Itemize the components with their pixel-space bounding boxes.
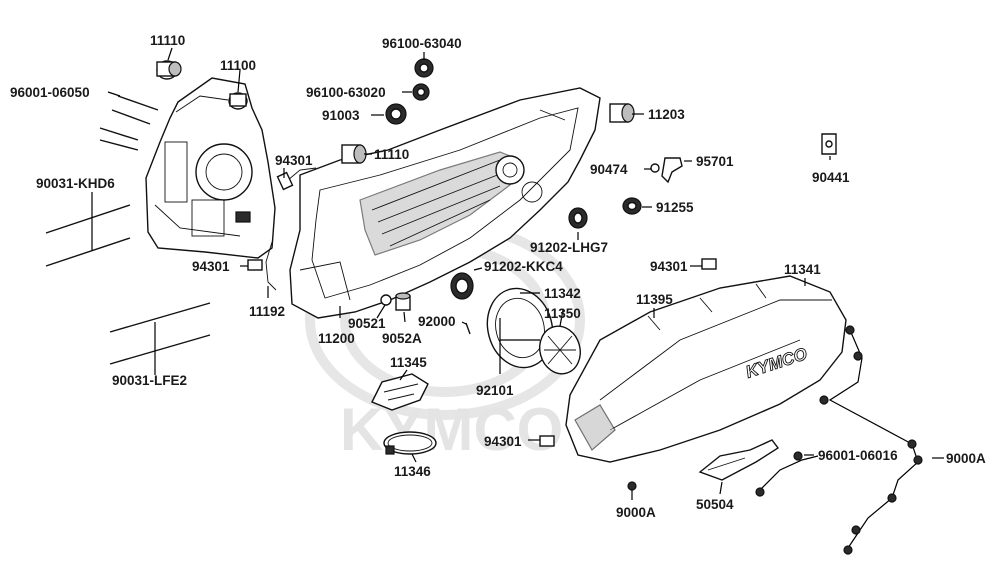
- bush-11110-left: [156, 60, 182, 80]
- gasket-11342: [486, 287, 554, 369]
- bolt-chain-9000a: [627, 325, 923, 555]
- transmission-cover-11341: KYMCO: [565, 275, 847, 463]
- bolts-96001-06050: [99, 95, 159, 151]
- label-94301-b: 94301: [192, 259, 230, 274]
- label-9052a: 9052A: [382, 331, 422, 346]
- label-94301-c: 94301: [650, 259, 688, 274]
- label-50504: 50504: [696, 497, 734, 512]
- label-90031-khd6: 90031-KHD6: [36, 176, 115, 191]
- label-90031-lfe2: 90031-LFE2: [112, 373, 187, 388]
- label-95701: 95701: [696, 154, 734, 169]
- label-11341: 11341: [784, 262, 821, 277]
- label-91255: 91255: [656, 200, 694, 215]
- label-11110-left: 11110: [150, 33, 185, 48]
- dowel-pin-94301-c: [701, 258, 717, 270]
- label-11100: 11100: [220, 58, 256, 73]
- spring-11192: [265, 167, 317, 291]
- bush-11100: [228, 92, 248, 110]
- bolt-92000: [465, 322, 471, 335]
- label-11203: 11203: [648, 107, 685, 122]
- label-9000a-right: 9000A: [946, 451, 986, 466]
- label-96100-63020: 96100-63020: [306, 85, 386, 100]
- bearing-96100-63040: [414, 58, 434, 78]
- part-95701: [661, 157, 683, 184]
- bush-11110-center: [341, 144, 367, 164]
- seal-91255: [622, 197, 642, 215]
- watermark-text: KYMCO: [340, 396, 563, 463]
- dowel-pin-94301-d: [539, 435, 555, 447]
- label-11192: 11192: [249, 304, 285, 319]
- label-94301-a: 94301: [275, 153, 313, 168]
- center-crankcase-11200: [289, 87, 601, 319]
- label-90441: 90441: [812, 170, 850, 185]
- cover-11350: [539, 325, 581, 375]
- label-11395: 11395: [636, 292, 673, 307]
- label-11345: 11345: [390, 355, 427, 370]
- bracket-50504: [698, 439, 780, 481]
- part-90441: [821, 133, 837, 155]
- label-94301-d: 94301: [484, 434, 522, 449]
- dowel-pin-94301-b: [247, 259, 263, 271]
- label-92101: 92101: [476, 383, 514, 398]
- label-9000a-bottom: 9000A: [616, 505, 656, 520]
- label-96001-06050: 96001-06050: [10, 85, 90, 100]
- seal-91003: [385, 103, 407, 125]
- label-91003: 91003: [322, 108, 360, 123]
- clamp-11346: [383, 431, 437, 455]
- label-11350: 11350: [544, 306, 581, 321]
- label-96001-06016: 96001-06016: [818, 448, 898, 463]
- studs-90031-khd6: [45, 204, 131, 267]
- seal-91202-lhg7: [568, 207, 588, 229]
- part-labels: 11110 11100 96001-06050 90031-KHD6 90031…: [10, 33, 986, 520]
- label-90474: 90474: [590, 162, 628, 177]
- part-90474: [650, 163, 660, 173]
- dowel-pin-94301-a: [276, 171, 294, 191]
- label-11110-center: 11110: [374, 147, 409, 162]
- left-crankcase: [145, 77, 276, 259]
- label-11342: 11342: [544, 286, 581, 301]
- label-90521: 90521: [348, 316, 386, 331]
- studs-90031-lfe2: [109, 302, 211, 365]
- washer-90521: [380, 294, 392, 306]
- bolt-9052a: [395, 292, 411, 311]
- leader-lines: [91, 47, 944, 500]
- bearing-96100-63020: [412, 83, 430, 101]
- seal-91202-kkc4: [450, 272, 474, 300]
- duct-11345: [371, 373, 429, 411]
- label-91202-lhg7: 91202-LHG7: [530, 240, 608, 255]
- label-96100-63040: 96100-63040: [382, 36, 462, 51]
- bush-11203: [609, 103, 635, 123]
- label-92000: 92000: [418, 314, 456, 329]
- label-11200: 11200: [318, 331, 355, 346]
- label-11346: 11346: [394, 464, 431, 479]
- label-91202-kkc4: 91202-KKC4: [484, 259, 563, 274]
